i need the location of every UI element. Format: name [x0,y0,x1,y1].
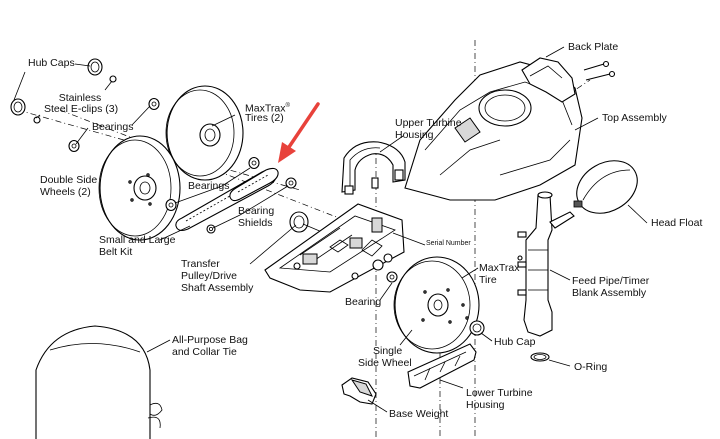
hub-cap-part-left [10,98,26,116]
bearing-part-mid-2 [165,198,177,212]
label-double-side-1: Double Side [40,174,98,186]
label-top-assembly: Top Assembly [602,112,667,124]
label-single-side-2: Side Wheel [358,357,412,369]
eclip-part-2 [33,116,41,124]
all-purpose-bag-part [35,325,163,439]
feed-pipe-part [517,191,575,337]
bearing-part-mid-1 [248,156,260,170]
label-all-purpose-2: and Collar Tie [172,346,237,358]
single-side-wheel-part [393,256,480,354]
label-belt-kit-2: Belt Kit [99,246,133,258]
label-bearing-shields-2: Shields [238,217,273,229]
highlight-arrow [278,102,320,163]
bearing-shield-part-1 [285,177,297,189]
leader-lines [13,46,648,413]
label-back-plate: Back Plate [568,41,619,53]
label-maxtrax-tires: MaxTrax® [245,100,290,115]
label-bearing-shields-1: Bearing [238,205,275,217]
label-hub-caps: Hub Caps [28,57,75,69]
bearing-part-top-1 [148,97,160,111]
label-transfer-3: Shaft Assembly [181,282,254,294]
label-single-side-1: Single [373,345,403,357]
hub-cap-part-top [87,58,103,76]
label-feed-pipe-2: Blank Assembly [572,287,647,299]
o-ring-part [530,352,550,362]
label-lower-turbine-2: Housing [466,399,505,411]
label-bearings-mid: Bearings [188,180,230,192]
eclip-part-1 [109,75,117,83]
label-lower-turbine-1: Lower Turbine [466,387,533,399]
label-stainless-2: Steel E-clips (3) [44,103,119,115]
label-transfer-1: Transfer [181,258,220,270]
label-bearing-single: Bearing [345,296,382,308]
label-stainless-1: Stainless [58,92,102,104]
label-bearings-top: Bearings [92,121,134,133]
label-double-side-2: Wheels (2) [40,186,91,198]
label-o-ring: O-Ring [574,361,608,373]
label-maxtrax-tire-2: Tire [479,274,497,286]
maxtrax-tire-back [165,85,244,181]
lower-turbine-housing-part [407,343,477,389]
label-all-purpose-1: All-Purpose Bag [172,334,248,346]
label-maxtrax-tire-1: MaxTrax [479,262,520,274]
label-feed-pipe-1: Feed Pipe/Timer [572,275,650,287]
label-base-weight: Base Weight [389,408,449,420]
label-head-float: Head Float [651,217,703,229]
bearing-shield-part-2 [206,224,216,234]
label-hub-cap: Hub Cap [494,336,536,348]
registered-mark: ® [285,103,290,109]
label-belt-kit-1: Small and Large [99,234,176,246]
label-upper-turbine-2: Housing [395,129,434,141]
back-plate-part [521,57,616,103]
centerline-axle [59,109,371,231]
hub-cap-part-single [469,320,485,336]
label-upper-turbine-1: Upper Turbine [395,117,462,129]
label-maxtrax-tires-2: Tires (2) [245,112,284,124]
label-serial-number: Serial Number [426,240,471,247]
chassis-part [264,203,405,293]
belt-part-small [229,167,279,202]
base-weight-part [341,377,377,405]
bearing-part-single [386,271,398,283]
head-float-part [573,160,638,214]
top-assembly-part [404,61,583,201]
double-side-wheel-front [98,135,181,241]
label-transfer-2: Pulley/Drive [181,270,238,282]
upper-turbine-housing-part [341,141,406,195]
label-maxtrax-tires-1: MaxTrax [245,102,286,115]
